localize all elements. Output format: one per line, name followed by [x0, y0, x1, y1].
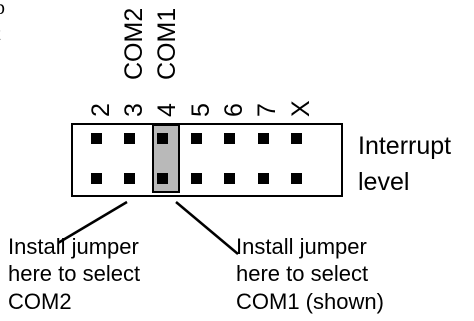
- com2-leader-line: [57, 200, 128, 245]
- pin-label-6: 6: [220, 103, 248, 117]
- com2-callout-line2: here to select: [8, 261, 140, 286]
- com2-callout-line1: Install jumper: [8, 234, 139, 259]
- pin-label-3: 3: [120, 103, 148, 117]
- interrupt-level-label-line2: level: [358, 168, 409, 196]
- com1-callout-line3: COM1 (shown): [236, 289, 384, 314]
- com1-label: COM1: [153, 8, 181, 80]
- pin-6-top: [224, 133, 235, 144]
- pin-7-top: [258, 133, 269, 144]
- com1-callout-line1: Install jumper: [236, 234, 367, 259]
- interrupt-level-label-line1: Interrupt: [358, 132, 451, 160]
- com2-label: COM2: [120, 8, 148, 80]
- pin-label-2: 2: [87, 103, 115, 117]
- pin-3-top: [124, 133, 135, 144]
- pin-2-bottom: [91, 173, 102, 184]
- pin-5-bottom: [191, 173, 202, 184]
- pin-x-top: [291, 133, 302, 144]
- edge-fragment-top: p: [0, 0, 5, 19]
- pin-label-7: 7: [253, 103, 281, 117]
- pin-4-bottom: [157, 173, 168, 184]
- pin-label-x: X: [287, 100, 315, 117]
- com1-leader-line: [175, 201, 239, 255]
- pin-6-bottom: [224, 173, 235, 184]
- pin-x-bottom: [291, 173, 302, 184]
- pin-label-5: 5: [187, 103, 215, 117]
- pin-2-top: [91, 133, 102, 144]
- pin-3-bottom: [124, 173, 135, 184]
- header-pins: [91, 133, 302, 184]
- pin-labels: 2 3 4 5 6 7 X: [87, 100, 315, 117]
- com1-callout-line2: here to select: [236, 261, 368, 286]
- edge-fragment-bottom: t: [0, 23, 1, 45]
- pin-4-top: [157, 133, 168, 144]
- com2-callout-line3: COM2: [8, 289, 72, 314]
- pin-5-top: [191, 133, 202, 144]
- pin-7-bottom: [258, 173, 269, 184]
- pin-label-4: 4: [153, 103, 181, 117]
